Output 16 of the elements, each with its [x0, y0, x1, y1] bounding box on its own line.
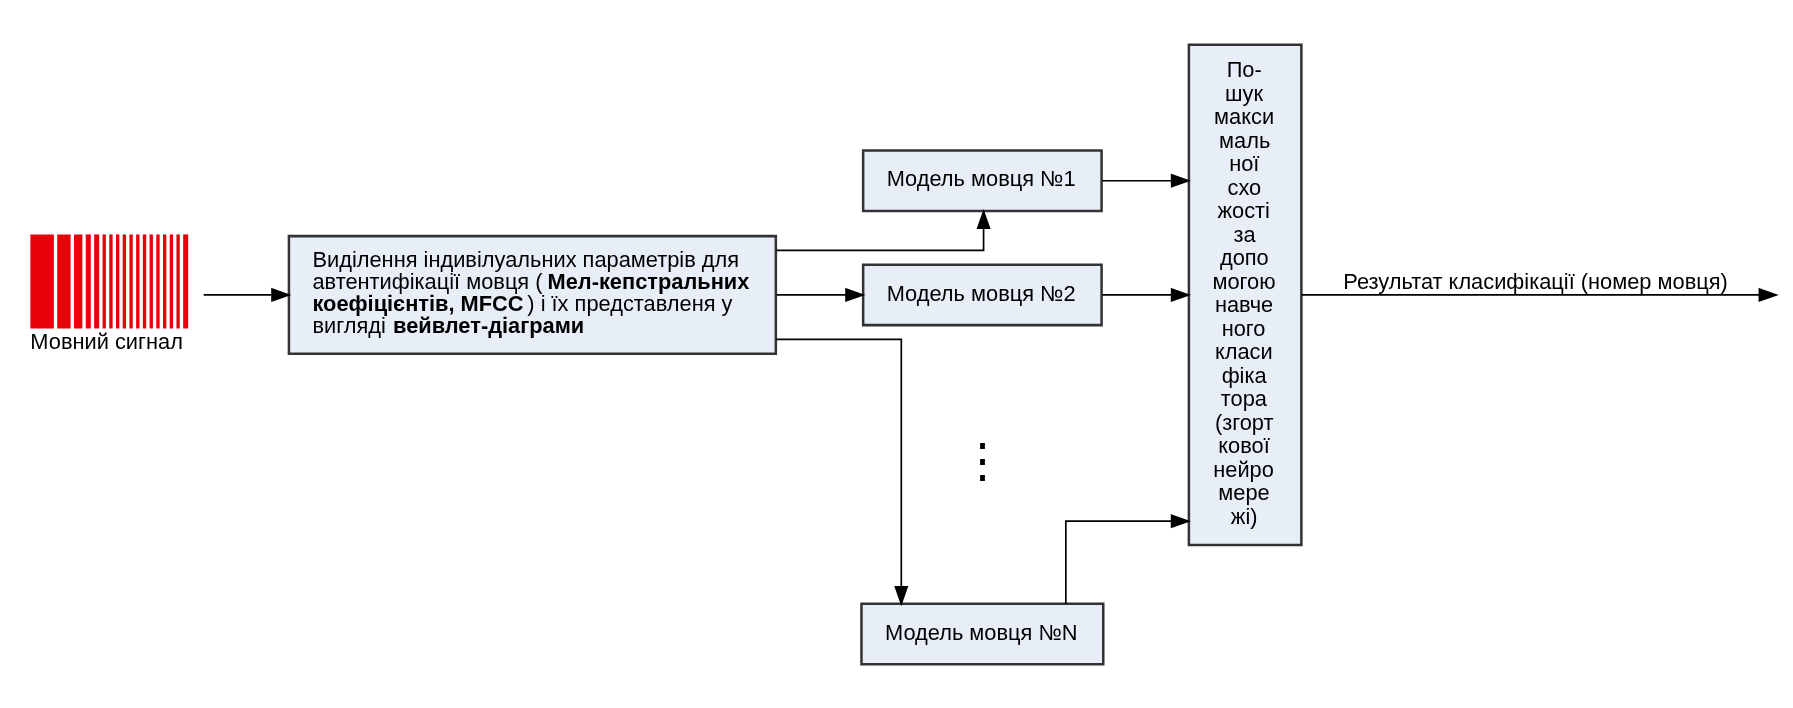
node-box: По- шук макси маль ної схо жості за допо могою навче ного класи фіка тора (згорт кової нейро мере жі): [1187, 42, 1303, 546]
node-label: Мовний сигнал: [30, 328, 183, 354]
arrow: [775, 338, 909, 606]
arrow: [1300, 287, 1779, 302]
node-box: Виділення індивілуальних параметрів для автентифікації мовця (Мел-кепстральних коефіцієнтів, MFCC) і їх представленя у вигляді вейвлет-діаграми: [287, 234, 778, 355]
arrow: [1101, 287, 1191, 302]
arrow: [202, 287, 292, 302]
arrow: [1101, 173, 1191, 188]
label: ⋮: [958, 432, 1006, 486]
arrow: [775, 287, 866, 302]
arrow: [1065, 513, 1191, 605]
node-box: Модель мовця №N: [860, 602, 1105, 666]
node-box: Модель мовця №2: [861, 262, 1103, 326]
arrow: [775, 208, 991, 251]
node-box: Модель мовця №1: [861, 148, 1103, 212]
edge-label: Результат класифікації (номер мовця): [1343, 268, 1728, 294]
